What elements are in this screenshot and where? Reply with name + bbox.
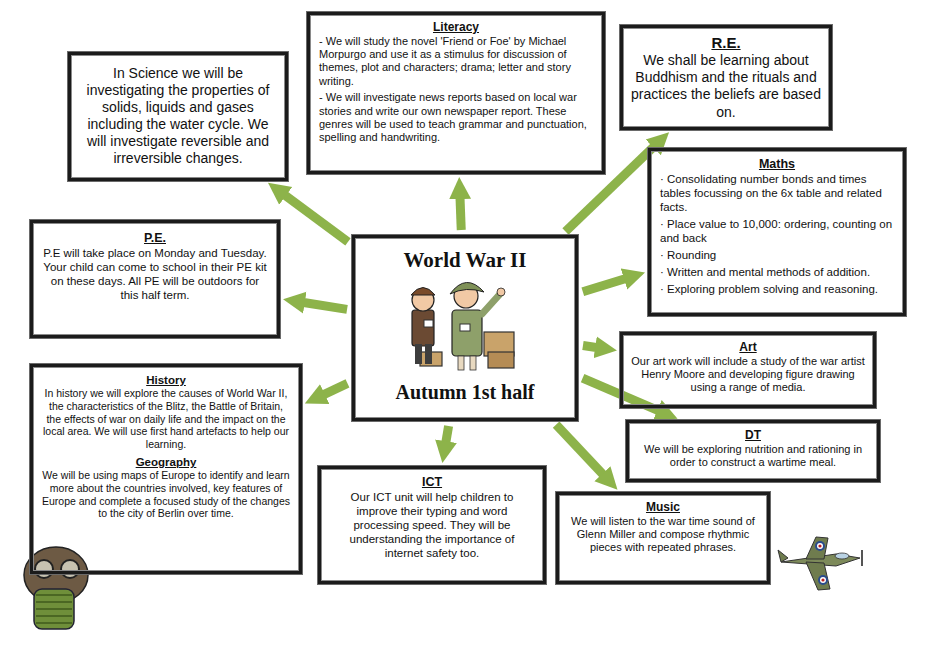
literacy-box: Literacy- We will study the novel 'Frien…	[307, 12, 605, 174]
subject-text: P.E will take place on Monday and Tuesda…	[41, 246, 269, 302]
subject-arrow	[583, 346, 596, 348]
pe-box: P.E.P.E will take place on Monday and Tu…	[30, 220, 280, 338]
topic-title: World War II	[361, 248, 569, 274]
subject-heading: Art	[631, 340, 865, 355]
subject-arrow	[556, 425, 603, 475]
subject-arrow	[446, 426, 449, 442]
subject-heading: P.E.	[41, 231, 269, 246]
evacuee-children	[411, 282, 514, 370]
subject-arrow	[304, 303, 347, 310]
subject-heading: History	[41, 373, 291, 387]
subject-text: · Exploring problem solving and reasonin…	[660, 282, 894, 296]
subject-heading: ICT	[329, 475, 535, 490]
subject-arrow	[583, 279, 625, 292]
subject-text: · Consolidating number bonds and times t…	[660, 172, 894, 214]
topic-centre-box: World War II Autumn 1st half	[352, 235, 578, 421]
subject-text: In history we will explore the causes of…	[41, 387, 291, 451]
spitfire-plane	[778, 537, 862, 590]
subject-text: We shall be learning about Buddhism and …	[631, 52, 821, 120]
subject-text: · Place value to 10,000: ordering, count…	[660, 217, 894, 245]
subject-heading: DT	[637, 428, 869, 443]
subject-text: - We will study the novel 'Friend or Foe…	[319, 35, 593, 89]
ict-box: ICTOur ICT unit will help children to im…	[318, 466, 546, 584]
subject-heading: Geography	[41, 455, 291, 469]
science-box: In Science we will be investigating the …	[68, 52, 288, 181]
subject-text: In Science we will be investigating the …	[81, 65, 275, 167]
dt-box: DTWe will be exploring nutrition and rat…	[626, 420, 880, 482]
subject-arrow	[460, 198, 461, 230]
subject-text: - We will investigate news reports based…	[319, 91, 593, 145]
maths-box: Maths· Consolidating number bonds and ti…	[648, 148, 906, 316]
subject-heading: R.E.	[631, 34, 821, 52]
subject-arrow	[324, 383, 348, 394]
subject-text: · Written and mental methods of addition…	[660, 265, 894, 279]
subject-text: We will be using maps of Europe to ident…	[41, 469, 291, 520]
gas-mask	[24, 547, 88, 629]
subject-heading: Music	[567, 500, 759, 515]
subject-text: We will listen to the war time sound of …	[567, 515, 759, 555]
subject-text: Our art work will include a study of the…	[631, 355, 865, 395]
re-box: R.E.We shall be learning about Buddhism …	[620, 25, 832, 130]
music-box: MusicWe will listen to the war time soun…	[556, 492, 770, 584]
art-box: ArtOur art work will include a study of …	[620, 332, 876, 408]
subject-text: We will be exploring nutrition and ratio…	[637, 443, 869, 470]
term-label: Autumn 1st half	[361, 380, 569, 404]
subject-text: Our ICT unit will help children to impro…	[329, 490, 535, 560]
subject-text: · Rounding	[660, 248, 894, 262]
history-geography-box: HistoryIn history we will explore the ca…	[30, 364, 302, 574]
subject-arrow	[285, 195, 348, 242]
subject-heading: Maths	[660, 157, 894, 172]
subject-arrow	[566, 147, 654, 232]
subject-heading: Literacy	[319, 20, 593, 35]
